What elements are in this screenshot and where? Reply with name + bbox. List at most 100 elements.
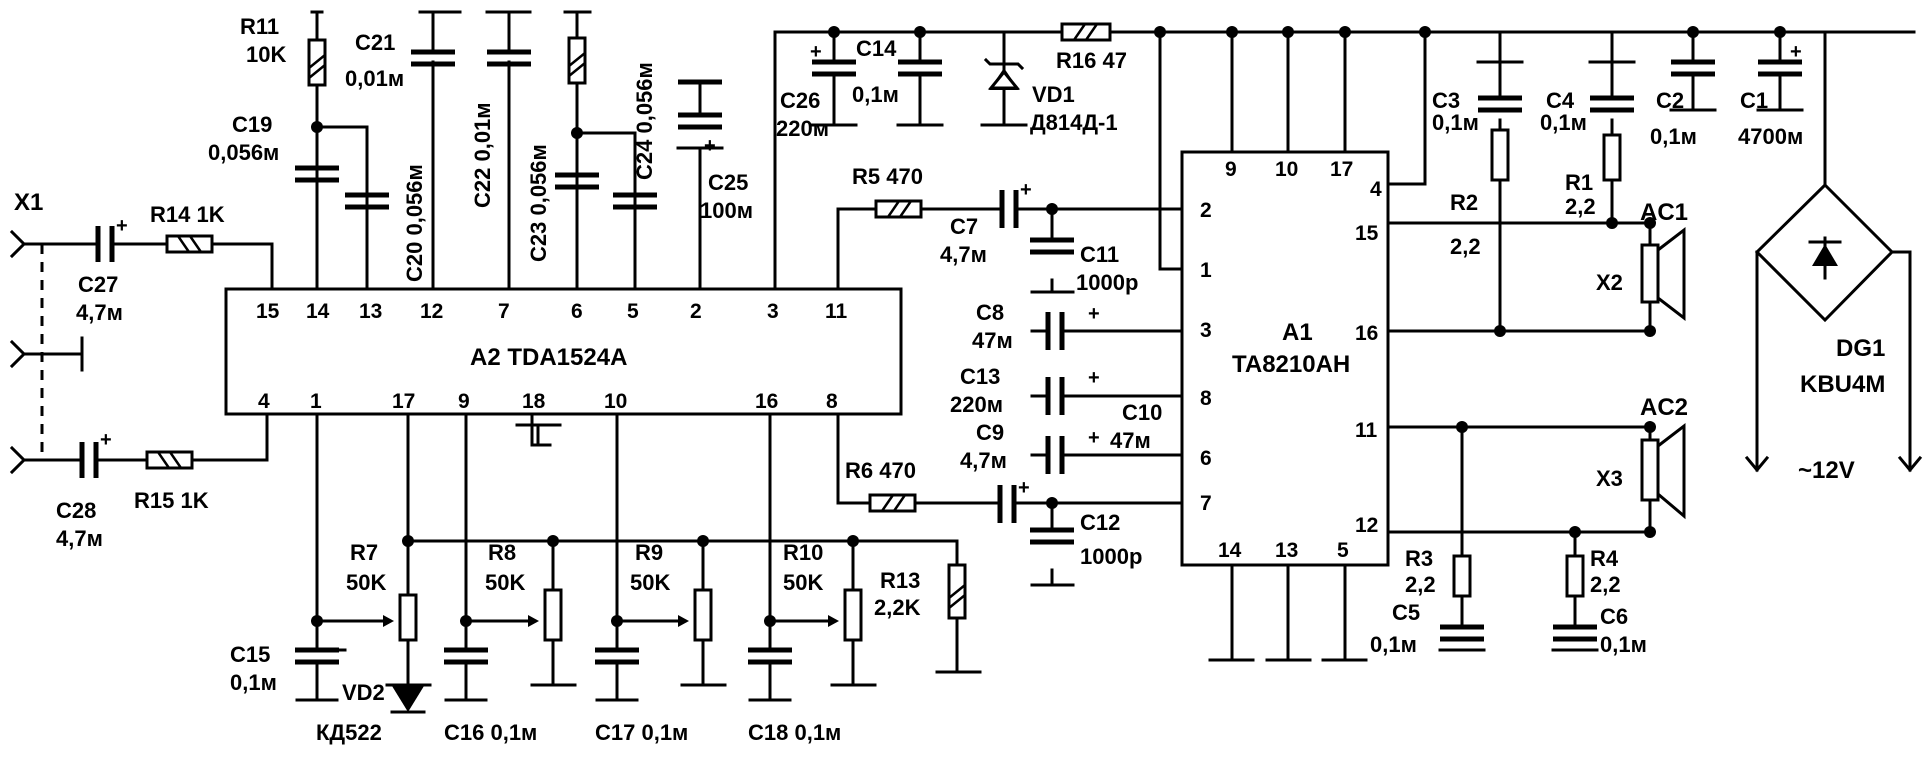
capacitor-c3: C3 0,1м <box>1432 60 1522 135</box>
vd2-value: КД522 <box>316 720 382 745</box>
ic-a1-pin-8: 8 <box>1200 387 1212 410</box>
ic-a2-pin-1: 1 <box>310 390 322 413</box>
c1-label: C1 <box>1740 88 1768 113</box>
capacitor-c17: C17 0,1м <box>595 647 688 745</box>
ground-symbols <box>80 10 1636 687</box>
c25-plus: + <box>704 135 716 157</box>
c4-value: 0,1м <box>1540 110 1587 135</box>
r2-label: R2 <box>1450 190 1478 215</box>
resistor-r11: R11 10K <box>240 14 327 87</box>
resistor-r1: R1 2,2 <box>1565 133 1622 219</box>
resistor-r5: R5 470 <box>852 164 923 219</box>
r10-label: R10 <box>783 540 823 565</box>
c27-label: C27 <box>78 272 118 297</box>
resistor-r3: R3 2,2 <box>1405 546 1472 598</box>
r4-label: R4 <box>1590 546 1619 571</box>
c23-label: C23 0,056м <box>526 144 551 262</box>
c11-label: C11 <box>1080 242 1119 267</box>
connector-x1: X1 <box>9 189 44 475</box>
ic-a2-pin-10: 10 <box>604 390 627 413</box>
c4-label: C4 <box>1546 88 1575 113</box>
capacitor-c9: + C9 4,7м <box>960 420 1100 474</box>
ic-a1-pin-6: 6 <box>1200 447 1212 470</box>
r14-label: R14 1K <box>150 202 225 227</box>
r9-label: R9 <box>635 540 663 565</box>
c1-value: 4700м <box>1738 124 1803 149</box>
c14-label: C14 <box>856 36 897 61</box>
c13-label: C13 <box>960 364 1000 389</box>
ic-a2-pin-7: 7 <box>498 300 510 323</box>
capacitor-c1: + C1 4700м <box>1738 41 1804 149</box>
r16-label: R16 47 <box>1056 48 1127 73</box>
c15-label: C15 <box>230 642 270 667</box>
ic-a1-pin-14: 14 <box>1218 539 1242 562</box>
ic-a1: A1 TA8210AH 9 10 17 4 2 1 3 8 6 7 15 16 … <box>1180 150 1390 567</box>
c9-value: 4,7м <box>960 448 1007 473</box>
capacitor-c28: + C28 4,7м <box>56 429 112 551</box>
supply-label: ~12V <box>1798 457 1855 484</box>
resistor-pin6 <box>567 36 587 85</box>
c16-label: C16 0,1м <box>444 720 537 745</box>
c8-label: C8 <box>976 300 1004 325</box>
ac1-label: AC1 <box>1640 199 1688 226</box>
resistor-r6: R6 470 <box>845 458 917 513</box>
ic-a1-pin-5: 5 <box>1337 539 1349 562</box>
ic-a2-pin-14: 14 <box>306 300 330 323</box>
resistor-r14: R14 1K <box>150 202 225 254</box>
capacitor-c25: + C25 100м <box>678 79 753 223</box>
capacitor-c2: C2 0,1м <box>1650 59 1717 149</box>
ic-a1-pin-2: 2 <box>1200 199 1212 222</box>
ic-a2-pin-3: 3 <box>767 300 779 323</box>
r1-value: 2,2 <box>1565 194 1596 219</box>
r13-label: R13 <box>880 568 920 593</box>
resistor-r16: R16 47 <box>1056 22 1127 73</box>
c24-label: C24 0,056м <box>632 62 657 180</box>
ic-a1-pin-17: 17 <box>1330 158 1353 181</box>
capacitor-c7: + C7 4,7м <box>940 179 1032 267</box>
r3-label: R3 <box>1405 546 1433 571</box>
c14-value: 0,1м <box>852 82 899 107</box>
c7-label: C7 <box>950 214 978 239</box>
c1-plus: + <box>1790 41 1802 63</box>
c26-plus: + <box>810 41 822 63</box>
c26-label: C26 <box>780 88 820 113</box>
capacitor-c16: C16 0,1м <box>444 647 537 745</box>
ic-a2-pin-16: 16 <box>755 390 778 413</box>
c28-label: C28 <box>56 498 96 523</box>
ic-a1-pin-7: 7 <box>1200 492 1212 515</box>
r2-value: 2,2 <box>1450 234 1481 259</box>
capacitor-c19: C19 0,056м <box>208 112 339 183</box>
r6-label: R6 470 <box>845 458 916 483</box>
resistor-r2: R2 2,2 <box>1450 128 1510 259</box>
r10-value: 50K <box>783 570 823 595</box>
ic-a2-pin-12: 12 <box>420 300 443 323</box>
capacitor-c13: + C13 220м <box>950 364 1100 417</box>
ic-a1-pin-4: 4 <box>1370 178 1382 201</box>
junction-dots <box>311 26 1786 627</box>
diode-vd1: VD1 Д814Д-1 <box>983 57 1118 135</box>
r5-label: R5 470 <box>852 164 923 189</box>
ic-a2-pin-15: 15 <box>256 300 280 323</box>
c6-value: 0,1м <box>1600 632 1647 657</box>
ic-a2-pin-13: 13 <box>359 300 382 323</box>
c25-label: C25 <box>708 170 748 195</box>
r7-label: R7 <box>350 540 378 565</box>
c21-label: C21 <box>355 30 395 55</box>
capacitor-c15: C15 0,1м <box>230 642 339 702</box>
x2-label: X2 <box>1596 270 1623 295</box>
potentiometer-r10: R10 50K <box>783 540 863 642</box>
potentiometer-r8: R8 50K <box>485 540 563 642</box>
c9-label: C9 <box>976 420 1004 445</box>
capacitor-c26: + C26 220м <box>776 41 856 141</box>
capacitor-c27: + C27 4,7м <box>76 215 128 325</box>
r8-label: R8 <box>488 540 516 565</box>
r11-value: 10K <box>246 42 286 67</box>
capacitor-c6: C6 0,1м <box>1553 604 1647 657</box>
ic-a2-pin-5: 5 <box>627 300 639 323</box>
capacitor-c8: + C8 47м <box>972 300 1100 353</box>
c22-label: C22 0,01м <box>470 102 495 208</box>
r13-value: 2,2K <box>874 595 921 620</box>
x3-label: X3 <box>1596 466 1623 491</box>
c20-label: C20 0,056м <box>402 164 427 282</box>
c9-plus: + <box>1088 427 1100 449</box>
